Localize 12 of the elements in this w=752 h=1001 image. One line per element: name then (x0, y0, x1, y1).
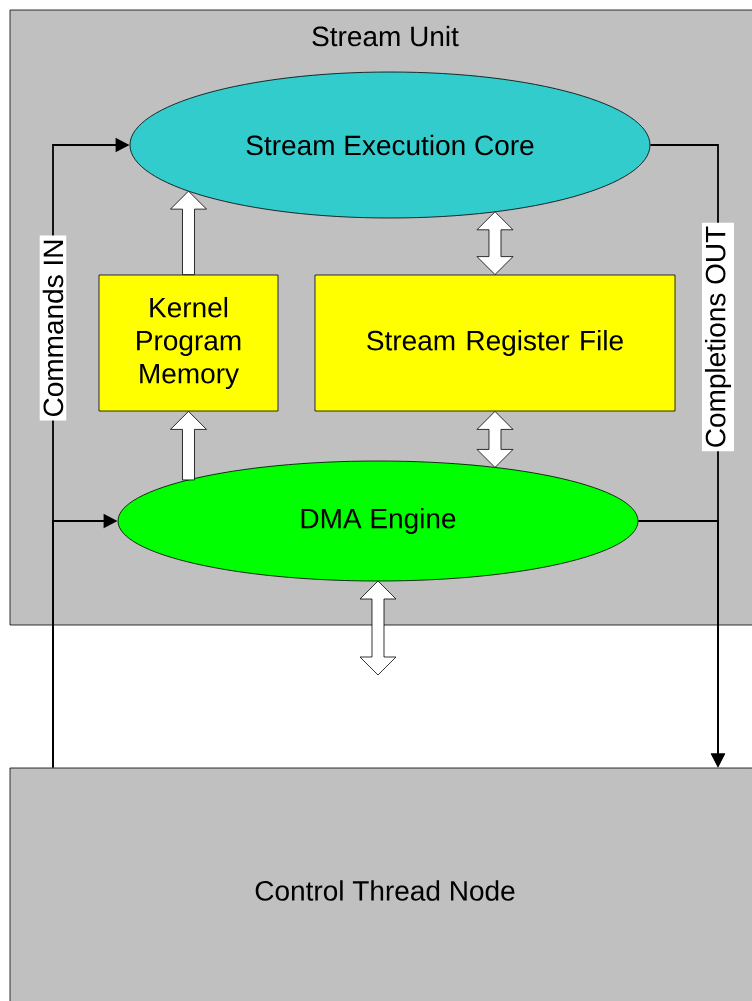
ellipse-node: DMA Engine (117, 460, 639, 582)
process-box: Kernel Program Memory (98, 274, 279, 412)
edge-label: Commands IN (39, 235, 67, 421)
edge-label: Completions OUT (701, 222, 735, 452)
process-box: Control Thread Node (9, 767, 752, 1001)
process-box: Stream Register File (314, 274, 676, 412)
block-arrow (476, 411, 514, 468)
ellipse-node: Stream Execution Core (129, 71, 651, 219)
block-arrow (476, 211, 514, 275)
block-arrow (170, 411, 207, 481)
block-arrow (359, 580, 397, 676)
block-arrow (170, 190, 207, 275)
